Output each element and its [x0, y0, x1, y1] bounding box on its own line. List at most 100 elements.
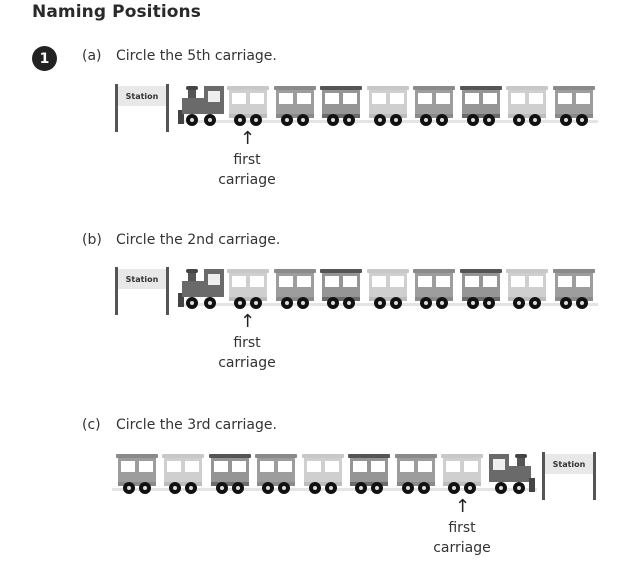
carriage-roof: [115, 454, 158, 458]
carriage-window: [120, 461, 135, 472]
carriage-body: [117, 458, 156, 482]
engine-chimney-cap: [515, 454, 527, 458]
carriage[interactable]: [320, 86, 362, 126]
carriage-window: [464, 461, 478, 472]
carriage-window: [278, 276, 293, 287]
part-instruction: Circle the 2nd carriage.: [116, 232, 281, 248]
carriage-roof: [273, 86, 316, 90]
carriage[interactable]: [413, 86, 455, 126]
wheel-icon: [464, 482, 476, 494]
wheel-icon: [373, 114, 386, 126]
wheel-icon: [204, 114, 216, 126]
carriage-body: [554, 273, 593, 297]
carriage-roof: [227, 269, 269, 273]
part-instruction: Circle the 5th carriage.: [116, 48, 277, 64]
carriage-window: [306, 461, 321, 472]
carriage-window: [371, 93, 386, 104]
carriage-body: [322, 273, 360, 297]
part-instruction: Circle the 3rd carriage.: [116, 417, 277, 433]
carriage-body: [461, 273, 500, 297]
carriage[interactable]: [273, 86, 316, 126]
caption-line: first: [233, 152, 261, 168]
wheel-icon: [389, 114, 402, 126]
carriage-window: [250, 276, 264, 287]
engine-chimney-cap: [186, 86, 198, 90]
carriage-base: [554, 114, 593, 118]
wheel-icon: [529, 114, 541, 126]
carriage-body: [508, 90, 546, 114]
carriage[interactable]: [459, 269, 502, 309]
part-label: (b): [82, 232, 102, 248]
wheel-icon: [513, 482, 525, 494]
carriage-window: [464, 276, 479, 287]
carriage[interactable]: [273, 269, 316, 309]
carriage[interactable]: [441, 454, 483, 494]
carriage-roof: [208, 454, 251, 458]
carriage[interactable]: [506, 86, 548, 126]
carriage[interactable]: [301, 454, 344, 494]
carriage-base: [396, 482, 435, 486]
up-arrow-icon: ↑: [455, 496, 471, 517]
station-sign: Station: [542, 452, 596, 500]
carriage[interactable]: [255, 454, 297, 494]
carriage[interactable]: [320, 269, 362, 309]
wheel-icon: [559, 297, 572, 309]
wheel-icon: [186, 114, 198, 126]
carriage-base: [229, 114, 267, 118]
carriage-body: [508, 273, 546, 297]
carriage-window: [232, 276, 246, 287]
carriage[interactable]: [366, 269, 409, 309]
engine-driver-window: [208, 91, 220, 102]
wheel-icon: [436, 297, 448, 309]
wheel-icon: [215, 482, 228, 494]
carriage-window: [464, 93, 479, 104]
carriage[interactable]: [115, 454, 158, 494]
carriage-window: [511, 93, 525, 104]
carriage[interactable]: [227, 86, 269, 126]
carriage[interactable]: [208, 454, 251, 494]
carriage-body: [368, 90, 407, 114]
carriage[interactable]: [394, 454, 437, 494]
carriage[interactable]: [459, 86, 502, 126]
carriage[interactable]: [413, 269, 455, 309]
carriage-window: [371, 461, 385, 472]
question-c: (c)Circle the 3rd carriage.: [82, 417, 277, 433]
carriage[interactable]: [366, 86, 409, 126]
carriage-base: [350, 482, 388, 486]
carriage-base: [415, 297, 453, 301]
carriage[interactable]: [227, 269, 269, 309]
carriage-window: [167, 461, 181, 472]
carriage-body: [368, 273, 407, 297]
wheel-icon: [262, 482, 274, 494]
wheel-icon: [138, 482, 151, 494]
carriage-roof: [255, 454, 297, 458]
station-post: [115, 267, 118, 315]
carriage-window: [185, 461, 199, 472]
carriage-body: [229, 273, 267, 297]
carriage-roof: [413, 269, 455, 273]
carriage-base: [461, 297, 500, 301]
carriage-window: [418, 276, 432, 287]
carriage[interactable]: [552, 86, 595, 126]
wheel-icon: [355, 482, 367, 494]
wheel-icon: [420, 297, 432, 309]
carriage-roof: [552, 269, 595, 273]
engine-chimney: [188, 88, 196, 98]
carriage[interactable]: [348, 454, 390, 494]
wheel-icon: [529, 297, 541, 309]
first-carriage-caption: first carriage: [207, 150, 287, 190]
carriage[interactable]: [162, 454, 204, 494]
page-title: Naming Positions: [32, 2, 201, 22]
station-post: [115, 84, 118, 132]
carriage-base: [257, 482, 295, 486]
carriage[interactable]: [552, 269, 595, 309]
carriage-window: [213, 461, 228, 472]
caption-line: carriage: [218, 172, 276, 188]
carriage-roof: [441, 454, 483, 458]
carriage-base: [368, 114, 407, 118]
engine-chimney-cap: [186, 269, 198, 273]
carriage[interactable]: [506, 269, 548, 309]
wheel-icon: [559, 114, 572, 126]
carriage-body: [229, 90, 267, 114]
carriage-body: [443, 458, 481, 482]
